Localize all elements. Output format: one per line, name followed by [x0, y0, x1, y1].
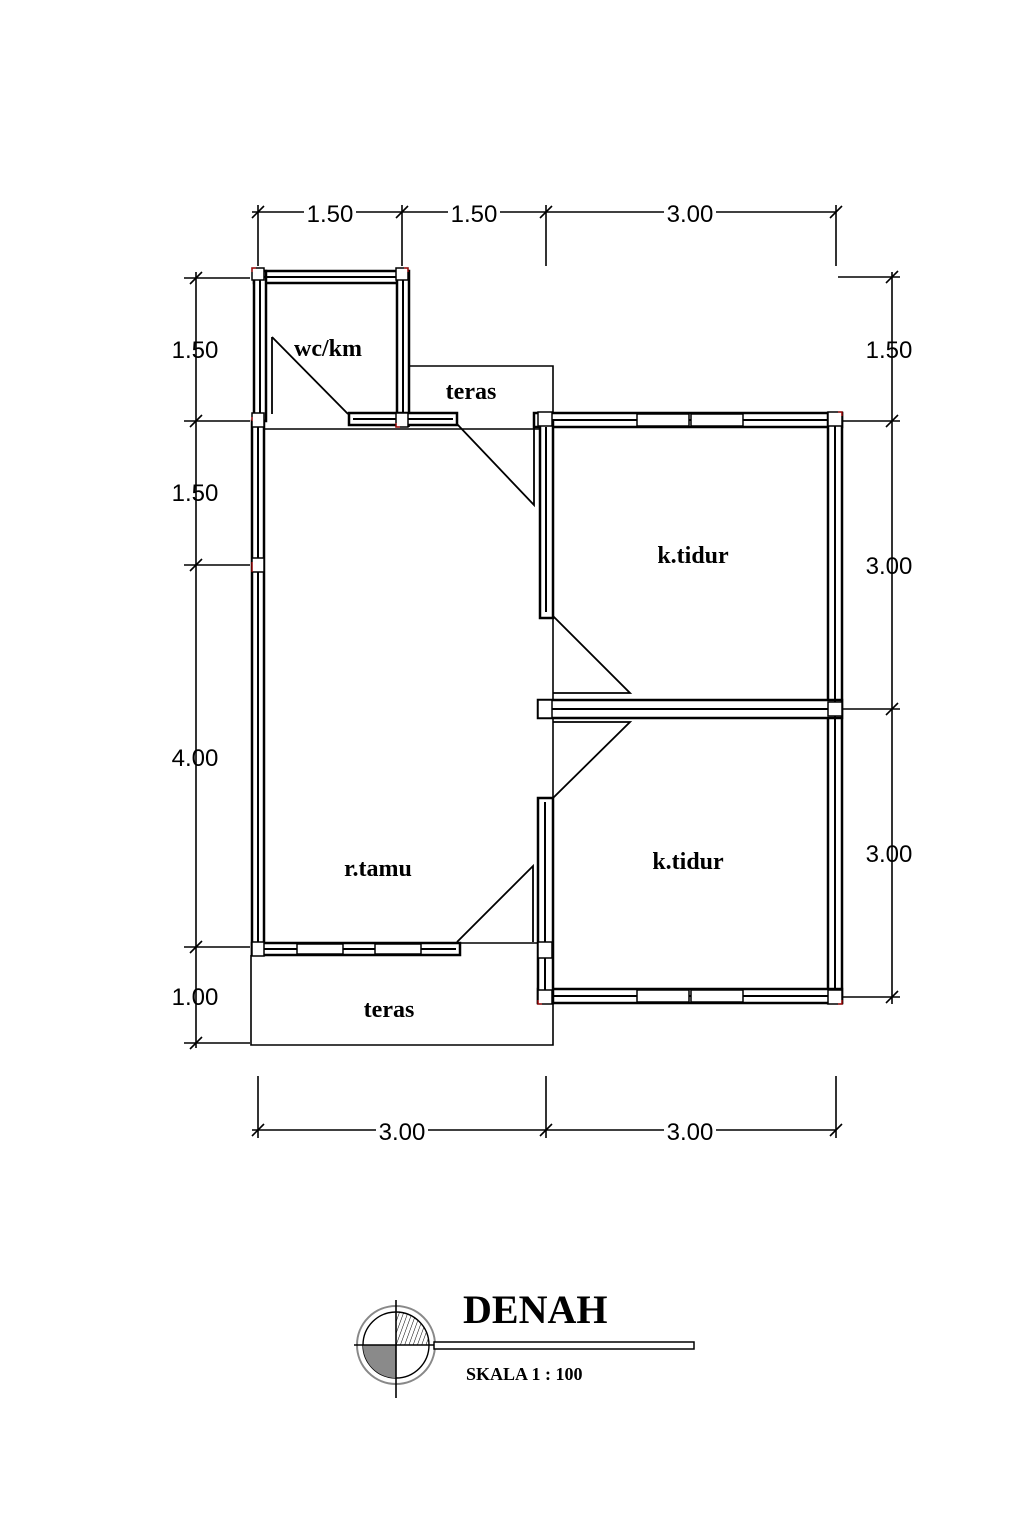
column-markers — [251, 267, 843, 1005]
label-bedroom-bottom: k.tidur — [652, 849, 724, 875]
dim-right-3: 3.00 — [866, 841, 913, 868]
label-bedroom-top: k.tidur — [657, 543, 729, 569]
scale-label: SKALA 1 : 100 — [466, 1364, 583, 1384]
windows — [296, 413, 744, 1003]
doors — [271, 336, 633, 943]
walls — [250, 269, 844, 1005]
label-wc: wc/km — [294, 336, 362, 362]
dim-left-4: 1.00 — [172, 984, 219, 1011]
label-teras-bottom: teras — [364, 997, 415, 1023]
label-teras-top: teras — [446, 379, 497, 405]
dim-top-3: 3.00 — [667, 201, 714, 228]
dim-bottom-1: 3.00 — [379, 1119, 426, 1146]
dimension-lines — [184, 205, 900, 1138]
title-block: DENAH SKALA 1 : 100 — [354, 1287, 695, 1398]
north-symbol — [354, 1300, 440, 1398]
dim-left-2: 1.50 — [172, 480, 219, 507]
dim-right-1: 1.50 — [866, 337, 913, 364]
dim-left-3: 4.00 — [172, 745, 219, 772]
dim-top-1: 1.50 — [307, 201, 354, 228]
dim-left-1: 1.50 — [172, 337, 219, 364]
dimension-labels: 1.50 1.50 3.00 3.00 3.00 1.50 1.50 4.00 … — [172, 200, 913, 1146]
page-title: DENAH — [463, 1287, 607, 1332]
room-labels: wc/km teras k.tidur k.tidur r.tamu teras — [294, 336, 729, 1023]
label-living: r.tamu — [344, 856, 412, 882]
dim-top-2: 1.50 — [451, 201, 498, 228]
dim-bottom-2: 3.00 — [667, 1119, 714, 1146]
columns — [251, 267, 843, 1005]
dim-right-2: 3.00 — [866, 553, 913, 580]
